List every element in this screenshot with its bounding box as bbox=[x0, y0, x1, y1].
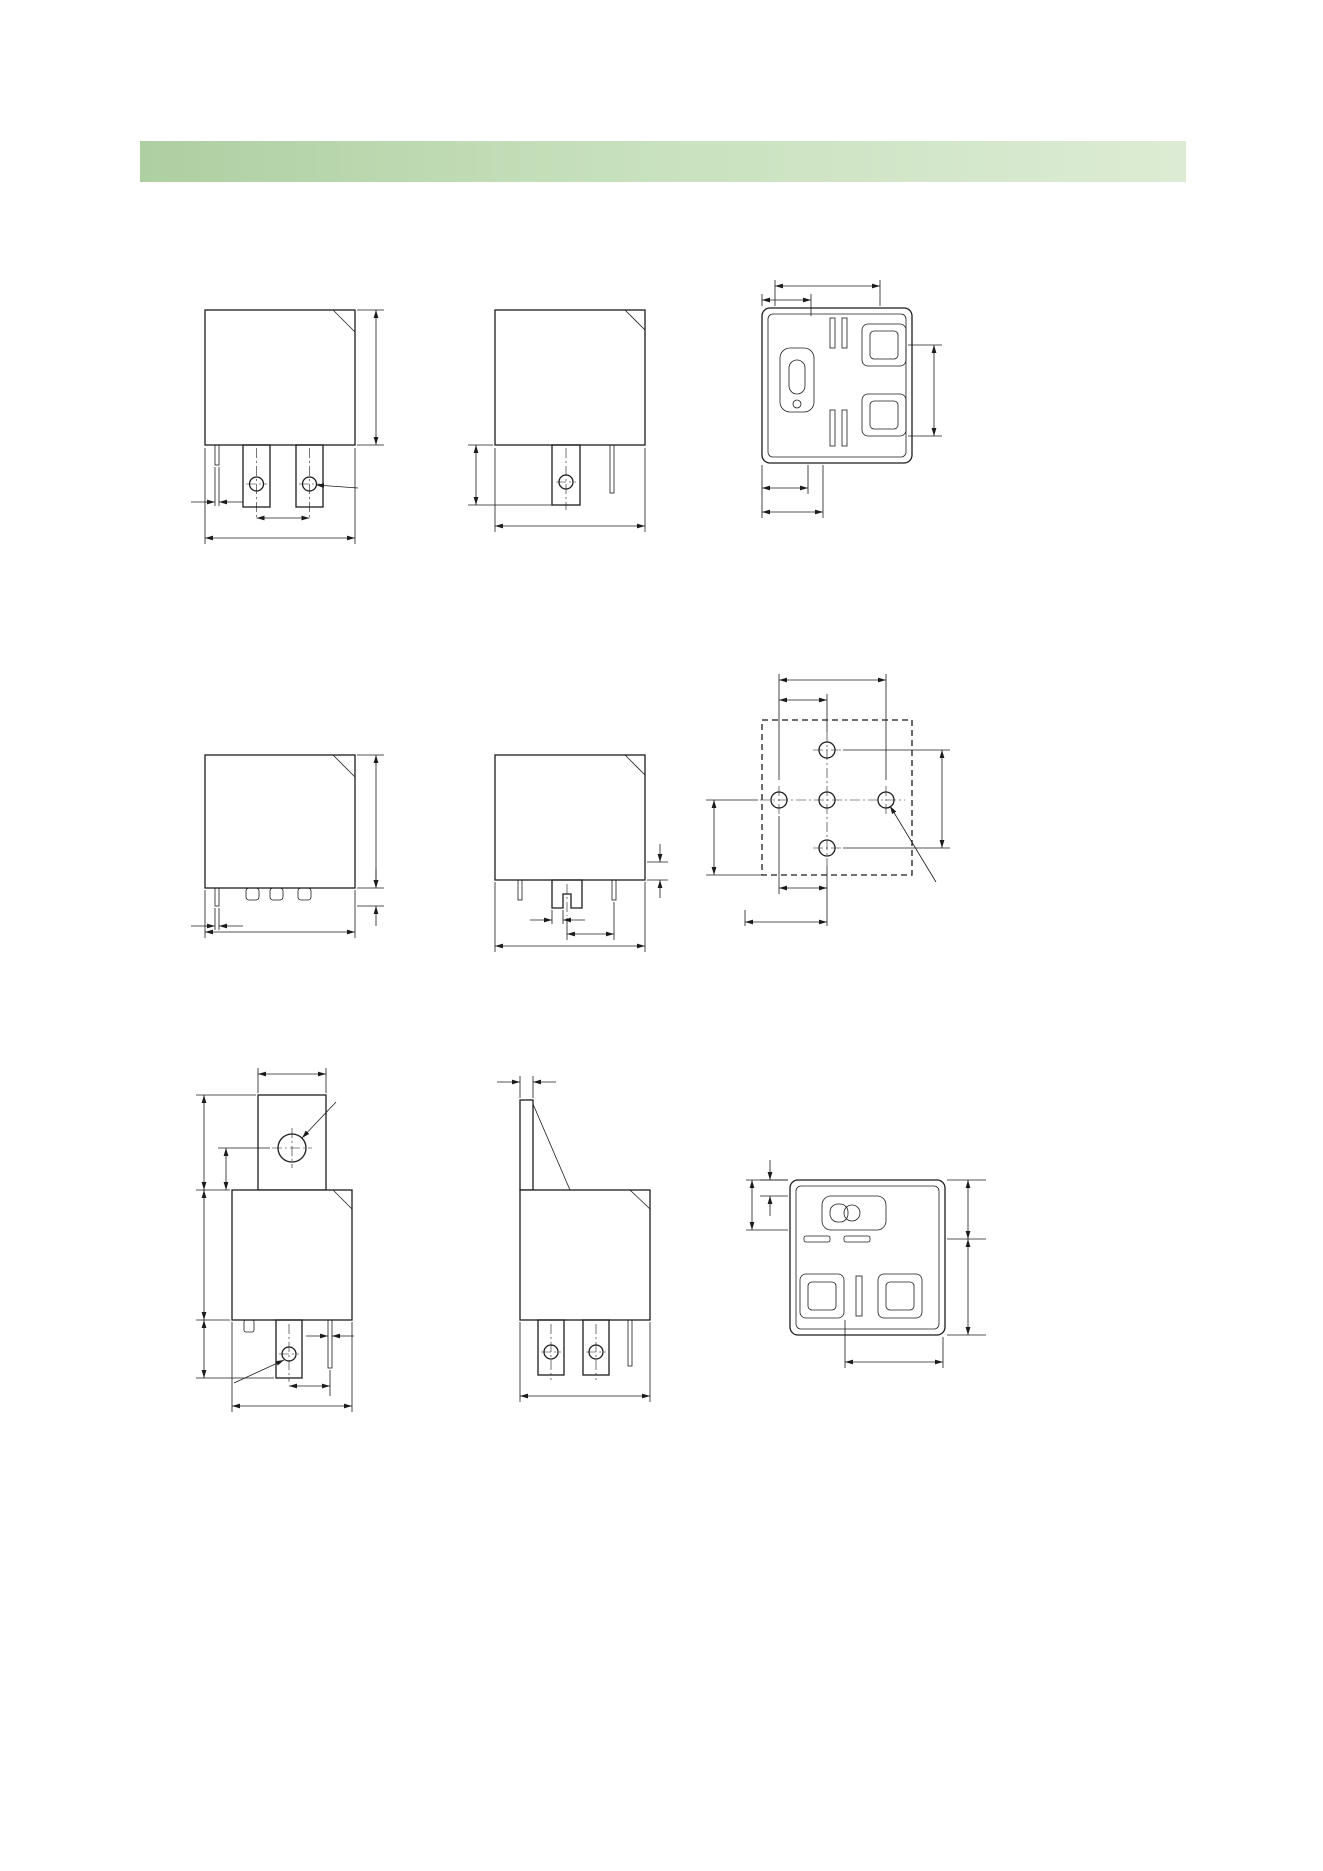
slot bbox=[829, 317, 836, 349]
pad bbox=[799, 1273, 845, 1319]
relay-body bbox=[494, 754, 646, 881]
mounting-hole-87a bbox=[818, 791, 836, 809]
forked-pin bbox=[551, 879, 583, 909]
mounting-bracket bbox=[519, 1099, 534, 1191]
thin-pin bbox=[214, 444, 220, 466]
s1-side-view bbox=[468, 309, 646, 532]
relay-body bbox=[204, 754, 356, 889]
package-outline-dashed bbox=[761, 719, 913, 876]
pcb-pin bbox=[245, 887, 260, 901]
mounting-hole-87 bbox=[770, 791, 788, 809]
section1-drawings bbox=[191, 280, 942, 544]
s3-front-view bbox=[196, 1068, 354, 1412]
pcb-pin bbox=[269, 887, 284, 901]
slot bbox=[855, 1275, 863, 1317]
s2-front-view bbox=[191, 754, 384, 938]
thin-pin bbox=[327, 1319, 333, 1369]
thin-pin bbox=[609, 444, 615, 494]
pcb-pin bbox=[517, 879, 523, 901]
relay-body bbox=[204, 309, 356, 446]
thin-pin bbox=[627, 1319, 633, 1367]
s2-side-view bbox=[494, 754, 668, 952]
s3-bottom-view bbox=[746, 1160, 986, 1368]
s2-mounting-hole-view bbox=[706, 674, 950, 926]
slot bbox=[841, 409, 848, 447]
relay-body bbox=[494, 309, 646, 446]
slot bbox=[803, 1235, 831, 1243]
relay-body bbox=[519, 1189, 651, 1321]
relay-base bbox=[789, 1179, 946, 1336]
coil-terminal bbox=[779, 347, 815, 413]
pad-30 bbox=[861, 323, 907, 367]
pad bbox=[861, 393, 907, 437]
section3-drawings bbox=[196, 1068, 986, 1412]
s3-side-view bbox=[497, 1076, 651, 1402]
thin-pin bbox=[214, 887, 220, 907]
section-header-bar bbox=[140, 141, 1186, 182]
relay-body bbox=[231, 1189, 353, 1321]
coil-terminal bbox=[821, 1195, 887, 1231]
mounting-hole-85 bbox=[818, 741, 836, 759]
slot bbox=[829, 409, 836, 447]
s1-bottom-view bbox=[761, 280, 942, 518]
mounting-hole-30 bbox=[877, 791, 895, 809]
slot bbox=[841, 317, 848, 349]
mounting-hole-86 bbox=[818, 839, 836, 857]
pad-30 bbox=[877, 1273, 923, 1319]
slot bbox=[843, 1235, 871, 1243]
pcb-pin bbox=[297, 887, 312, 901]
s1-front-view bbox=[191, 309, 384, 544]
pcb-pin bbox=[611, 879, 617, 901]
relay-base bbox=[761, 307, 913, 464]
stub-pin bbox=[243, 1319, 255, 1333]
section2-drawings bbox=[191, 674, 950, 952]
